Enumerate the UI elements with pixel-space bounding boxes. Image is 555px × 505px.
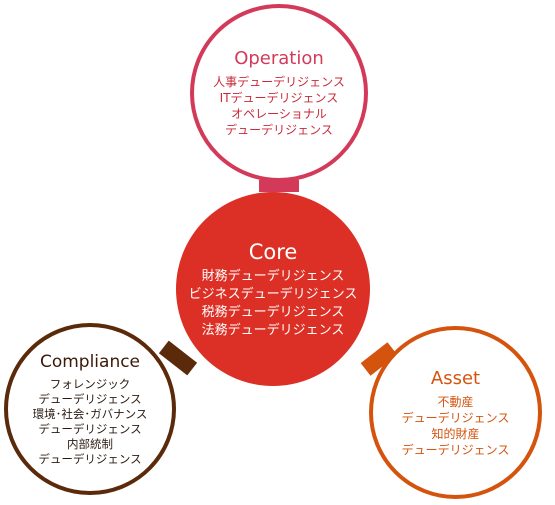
operation-item: ITデューデリジェンス — [219, 91, 339, 105]
operation-circle: Operation 人事デューデリジェンス ITデューデリジェンス オペレーショ… — [190, 4, 368, 182]
connector-operation-core — [259, 180, 299, 192]
core-items: 財務デューデリジェンス ビジネスデューデリジェンス 税務デューデリジェンス 法務… — [189, 268, 358, 340]
compliance-item: デューデリジェンス — [38, 392, 142, 406]
compliance-item: デューデリジェンス — [38, 422, 142, 436]
compliance-circle: Compliance フォレンジック デューデリジェンス 環境･社会･ガバナンス… — [4, 323, 176, 495]
asset-title: Asset — [430, 367, 481, 389]
asset-circle: Asset 不動産 デューデリジェンス 知的財産 デューデリジェンス — [369, 326, 542, 499]
operation-item: 人事デューデリジェンス — [213, 75, 345, 89]
asset-items: 不動産 デューデリジェンス 知的財産 デューデリジェンス — [402, 394, 510, 458]
core-item: 財務デューデリジェンス — [201, 268, 345, 284]
core-item: 税務デューデリジェンス — [201, 304, 345, 320]
core-item: ビジネスデューデリジェンス — [188, 286, 358, 302]
core-title: Core — [248, 239, 298, 264]
core-circle: Core 財務デューデリジェンス ビジネスデューデリジェンス 税務デューデリジェ… — [176, 192, 370, 386]
compliance-title: Compliance — [39, 352, 141, 372]
compliance-item: デューデリジェンス — [38, 452, 142, 466]
operation-item: デューデリジェンス — [225, 123, 333, 137]
core-item: 法務デューデリジェンス — [201, 322, 345, 338]
compliance-item: フォレンジック — [49, 377, 131, 391]
asset-item: デューデリジェンス — [401, 410, 510, 425]
asset-item: 不動産 — [437, 394, 474, 409]
compliance-items: フォレンジック デューデリジェンス 環境･社会･ガバナンス デューデリジェンス … — [33, 377, 148, 467]
operation-items: 人事デューデリジェンス ITデューデリジェンス オペレーショナル デューデリジェ… — [213, 74, 345, 138]
operation-item: オペレーショナル — [231, 107, 327, 121]
operation-title: Operation — [234, 48, 324, 69]
compliance-item: 内部統制 — [67, 437, 113, 451]
asset-item: 知的財産 — [431, 426, 480, 441]
compliance-item: 環境･社会･ガバナンス — [32, 407, 148, 421]
asset-item: デューデリジェンス — [401, 442, 510, 457]
